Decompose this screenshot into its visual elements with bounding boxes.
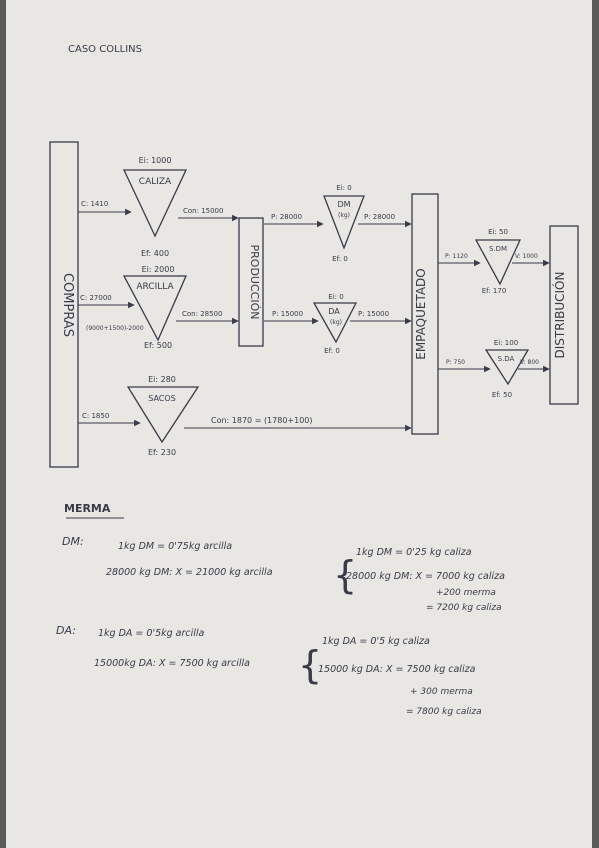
da-right-line2: 15000 kg DA: X = 7500 kg caliza [318,664,476,675]
sacos-out-label: Con: 1870 = (1780+100) [211,416,313,425]
da-right-line3: + 300 merma [410,687,473,697]
caliza-ei: Ei: 1000 [139,156,172,165]
produccion-label: PRODUCCIÓN [248,245,261,320]
da-label: DA: [56,624,76,637]
da-ei: Ei: 0 [328,293,343,301]
da-ef: Ef: 0 [324,347,340,355]
da-unit: (kg) [330,319,342,326]
dm-unit: (kg) [338,212,350,219]
dm-right-line2: 28000 kg DM: X = 7000 kg caliza [346,571,505,582]
merma-heading: MERMA [64,502,111,515]
distribucion-label: DISTRIBUCIÓN [552,272,567,359]
sda-in-label: P: 750 [446,359,465,366]
dm-in-label: P: 28000 [271,213,302,221]
produccion-box [238,217,264,347]
empaquetado-box [411,193,439,435]
arcilla-out-label: Con: 28500 [182,310,222,318]
dm-left-line2: 28000 kg DM: X = 21000 kg arcilla [106,567,273,578]
flow-diagram: CASO COLLINS COMPRAS PRODUCCIÓN EMPAQUET… [49,44,579,687]
compras-label: COMPRAS [60,273,75,337]
da-right-line4: = 7800 kg caliza [406,707,482,717]
dm-ei: Ei: 0 [336,184,351,192]
page-title: CASO COLLINS [68,44,142,55]
dm-brace: { [333,553,357,597]
sacos-name: SACOS [148,394,176,403]
sdm-out-label: V: 1000 [515,253,538,260]
caliza-triangle [122,169,188,238]
sda-triangle [484,349,530,386]
arcilla-ef: Ef: 500 [144,341,172,350]
sdm-in-label: P: 1120 [445,253,468,260]
caliza-name: CALIZA [139,177,172,187]
caliza-out-label: Con: 15000 [183,207,223,215]
dm-right-line3: +200 merma [436,588,496,598]
dm-ef: Ef: 0 [332,255,348,263]
da-triangle [312,302,358,344]
arcilla-triangle [122,275,187,342]
sacos-ef: Ef: 230 [148,448,176,457]
arcilla-ei: Ei: 2000 [142,265,175,274]
arcilla-name: ARCILLA [136,282,174,292]
da-brace: { [298,643,322,687]
arcilla-calc: (9000+1500)-2000 [86,325,144,332]
da-name: DA [328,307,340,316]
dm-out-label: P: 28000 [364,213,395,221]
distribucion-box [549,225,579,405]
sda-ei: Ei: 100 [494,339,518,347]
dm-name: DM [337,200,350,209]
sacos-in-label: C: 1850 [82,412,109,420]
notebook-page: CASO COLLINS COMPRAS PRODUCCIÓN EMPAQUET… [6,0,592,848]
da-left-line1: 1kg DA = 0'5kg arcilla [98,628,205,639]
sdm-ef: Ef: 170 [482,287,507,295]
sdm-ei: Ei: 50 [488,228,508,236]
sacos-triangle [126,386,200,444]
dm-triangle [323,195,365,250]
dm-left-line1: 1kg DM = 0'75kg arcilla [118,541,233,552]
da-left-line2: 15000kg DA: X = 7500 kg arcilla [94,658,250,669]
da-right-line1: 1kg DA = 0'5 kg caliza [322,636,430,647]
sda-name: S.DA [498,355,515,363]
da-out-label: P: 15000 [358,310,389,318]
dm-label: DM: [62,535,84,548]
sdm-name: S.DM [489,245,507,253]
da-in-label: P: 15000 [272,310,303,318]
sdm-triangle [474,239,522,286]
sda-out-label: V: 800 [520,359,539,366]
caliza-ef: Ef: 400 [141,249,169,258]
dm-right-line1: 1kg DM = 0'25 kg caliza [356,547,472,558]
sda-ef: Ef: 50 [492,391,512,399]
caliza-in-label: C: 1410 [81,200,108,208]
arcilla-in-label: C: 27000 [80,294,112,302]
empaquetado-label: EMPAQUETADO [414,268,428,360]
sacos-ei: Ei: 280 [148,375,176,384]
dm-right-line4: = 7200 kg caliza [426,603,502,613]
